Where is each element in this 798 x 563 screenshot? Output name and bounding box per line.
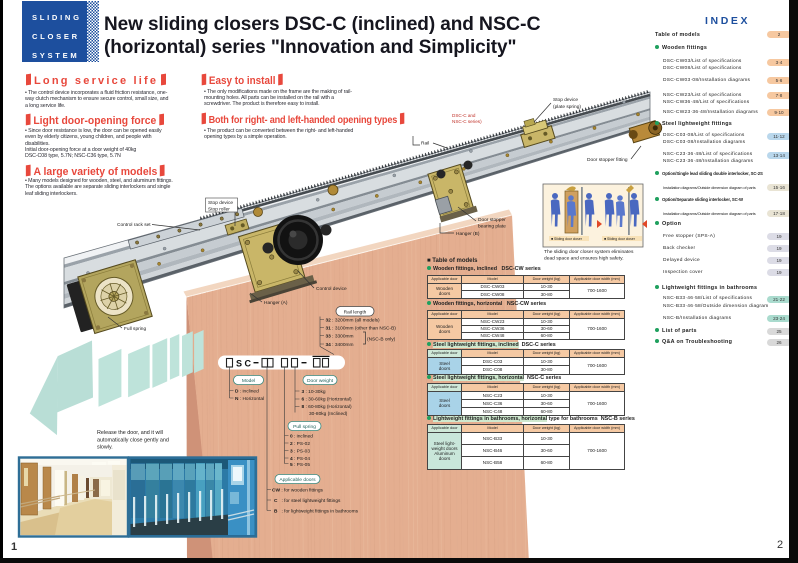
svg-text:34 : 3400mm: 34 : 3400mm [326,342,354,348]
svg-text:S C: S C [236,359,252,369]
svg-text:30-80kg (Inclined): 30-80kg (Inclined) [309,411,348,417]
svg-text:Model: Model [242,378,255,384]
svg-text:Rail length: Rail length [344,309,367,315]
svg-text:2 : PS-02: 2 : PS-02 [290,441,310,447]
svg-text:Full spring: Full spring [124,326,146,332]
svg-text:Stop device: Stop device [208,200,233,206]
svg-text:Release the door, and it will: Release the door, and it will [97,430,163,436]
svg-text:CW : for wooden fittings: CW : for wooden fittings [272,488,324,494]
svg-text:32 : 3200mm (all models): 32 : 3200mm (all models) [326,318,381,324]
svg-text:4 : PS-04: 4 : PS-04 [290,456,310,462]
svg-text:Door stopper fitting: Door stopper fitting [587,157,628,163]
svg-text:C : for steel lightweight fi: C : for steel lightweight fittings [274,498,341,504]
svg-text:Rail: Rail [421,141,429,147]
svg-text:Door stopper: Door stopper [478,217,506,223]
svg-text:0 : inclined: 0 : inclined [290,434,313,440]
svg-text:3 : PS-03: 3 : PS-03 [290,449,310,455]
svg-text:Pull spring: Pull spring [293,424,316,430]
svg-text:Hanger (A): Hanger (A) [264,300,288,306]
svg-text:Control device: Control device [316,286,347,292]
svg-text:slowly.: slowly. [97,445,113,451]
svg-text:The sliding door closer system: The sliding door closer system eliminate… [544,249,634,255]
svg-text:3 : 10-30kg: 3 : 10-30kg [302,389,326,395]
svg-text:Stop roller: Stop roller [208,207,230,213]
svg-text:bearing plate: bearing plate [478,224,506,230]
svg-text:■ Sliding door closer: ■ Sliding door closer [604,237,636,241]
svg-text:8 : 60-80kg (Horizontal): 8 : 60-80kg (Horizontal) [302,404,353,410]
svg-text:■ Sliding door closer: ■ Sliding door closer [551,237,583,241]
svg-text:Stop device: Stop device [553,97,578,103]
svg-text:Door weight: Door weight [307,378,334,384]
svg-text:B : for lightweight fittings: B : for lightweight fittings in bathroom… [274,509,359,515]
svg-text:5 : PS-05: 5 : PS-05 [290,462,310,468]
svg-text:6 : 30-60kg (Horizontal): 6 : 30-60kg (Horizontal) [302,397,353,403]
svg-text:D : inclined: D : inclined [235,389,259,395]
svg-text:33 : 3300mm: 33 : 3300mm [326,334,354,340]
svg-text:31 : 3100mm (other than NSC-B): 31 : 3100mm (other than NSC-B) [326,326,397,332]
svg-text:(NSC-B only): (NSC-B only) [367,337,396,343]
svg-text:automatically close gently and: automatically close gently and [97,438,169,444]
svg-text:Applicable doors: Applicable doors [279,477,316,483]
svg-text:(plate spring): (plate spring) [553,104,581,110]
svg-text:dead space and ensures high sa: dead space and ensures high safety. [544,256,624,262]
svg-text:N : Horizontal: N : Horizontal [235,396,264,402]
svg-text:Control rack set: Control rack set [117,222,151,228]
svg-text:Hanger (B): Hanger (B) [456,231,480,237]
